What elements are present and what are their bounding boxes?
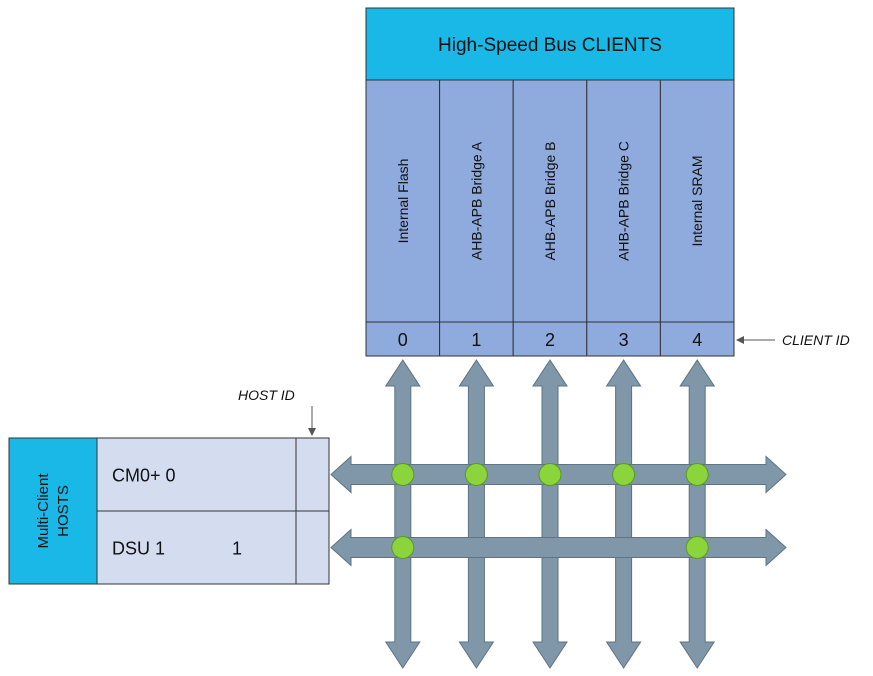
client-id: 4	[692, 330, 702, 350]
host-box	[96, 437, 330, 512]
host-name: DSU 1	[112, 539, 165, 559]
connection-node	[464, 463, 488, 486]
client-bus-arrow-4	[679, 359, 716, 669]
connection-node	[612, 463, 636, 486]
client-bus-arrow-3	[605, 359, 642, 669]
client-box	[512, 79, 588, 357]
host-id-label: HOST ID	[238, 387, 295, 403]
clients-header-box	[365, 7, 735, 81]
host-box	[96, 510, 330, 585]
host-name: CM0+ 0	[112, 466, 176, 486]
clients-header-title: High-Speed Bus CLIENTS	[438, 35, 662, 56]
client-id: 1	[471, 330, 481, 350]
client-name: Internal SRAM	[689, 155, 705, 246]
client-box	[439, 79, 514, 357]
client-column-1: AHB-APB Bridge A 1	[439, 79, 514, 357]
hosts-title-line2: HOSTS	[55, 485, 72, 537]
host-bus-arrow-1	[330, 528, 787, 567]
client-bus-arrow-0	[384, 359, 421, 669]
hosts-title-line1: Multi-Client	[35, 473, 52, 549]
client-column-3: AHB-APB Bridge C 3	[586, 79, 661, 357]
connection-node	[391, 463, 415, 486]
hosts-title-box	[8, 437, 98, 585]
client-id: 2	[545, 330, 555, 350]
client-column-4: Internal SRAM 4	[659, 79, 735, 357]
host-id: 1	[232, 539, 242, 559]
client-id-annotation: CLIENT ID	[736, 332, 850, 348]
connection-node	[538, 463, 562, 486]
client-id-label: CLIENT ID	[782, 332, 850, 348]
client-name: AHB-APB Bridge B	[542, 141, 558, 260]
client-name: Internal Flash	[395, 159, 411, 244]
client-column-2: AHB-APB Bridge B 2	[512, 79, 588, 357]
connection-node	[685, 536, 709, 559]
connection-node	[685, 463, 709, 486]
client-box	[659, 79, 735, 357]
connection-node	[391, 536, 415, 559]
client-name: AHB-APB Bridge A	[468, 141, 484, 260]
client-id: 3	[619, 330, 629, 350]
client-name: AHB-APB Bridge C	[616, 141, 632, 261]
client-bus-arrow-1	[458, 359, 495, 669]
client-box	[586, 79, 661, 357]
host-row-0: CM0+ 0	[96, 437, 330, 512]
client-box	[365, 79, 441, 357]
client-bus-arrow-2	[532, 359, 568, 669]
client-column-0: Internal Flash 0	[365, 79, 441, 357]
host-row-1: DSU 1 1	[96, 510, 330, 585]
client-id: 0	[398, 330, 408, 350]
host-id-annotation: HOST ID	[238, 387, 316, 436]
